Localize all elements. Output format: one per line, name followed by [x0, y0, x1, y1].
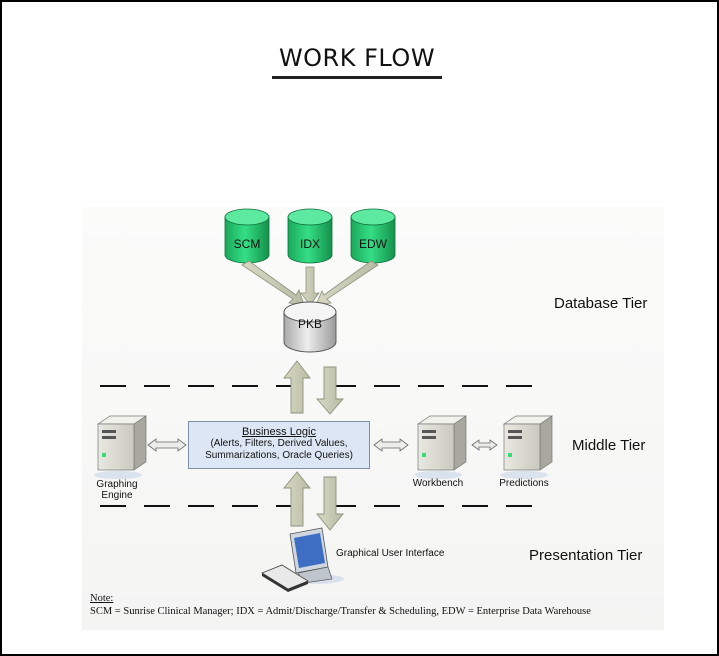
workflow-diagram: SCM IDX EDW PKB Database Tier Middle Tie…: [82, 207, 664, 630]
database-tier-label: Database Tier: [554, 295, 648, 312]
title-underline: [272, 76, 442, 79]
workbench-label: Workbench: [412, 478, 464, 489]
predictions-label: Predictions: [499, 478, 549, 489]
pkb-database-icon: [283, 301, 337, 353]
graphing-engine-label-line1: Graphing: [96, 479, 138, 490]
predictions-server-icon: [500, 415, 554, 479]
idx-database-icon: [287, 208, 333, 264]
business-logic-title: Business Logic: [242, 426, 316, 438]
pkb-logic-arrows: [283, 360, 344, 415]
business-logic-line1: (Alerts, Filters, Derived Values,: [210, 438, 348, 449]
business-logic-box: Business Logic (Alerts, Filters, Derived…: [188, 421, 370, 469]
pkb-label: PKB: [297, 317, 322, 331]
logic-workbench-arrow: [373, 438, 409, 452]
scm-database-icon: [224, 208, 270, 264]
page-title: WORK FLOW: [278, 44, 436, 72]
graphing-logic-arrow: [147, 438, 187, 452]
note-heading: Note:: [90, 593, 114, 604]
note-text: SCM = Sunrise Clinical Manager; IDX = Ad…: [90, 606, 591, 617]
edw-label: EDW: [359, 237, 387, 251]
workbench-server-icon: [414, 415, 468, 479]
idx-label: IDX: [299, 237, 320, 251]
graphing-engine-label-line2: Engine: [101, 490, 133, 501]
diagram-canvas: [94, 208, 554, 592]
presentation-tier-label: Presentation Tier: [529, 547, 643, 564]
graphing-engine-label: Graphing Engine: [86, 479, 148, 501]
business-logic-line2: Summarizations, Oracle Queries): [205, 450, 353, 461]
middle-tier-label: Middle Tier: [572, 437, 646, 454]
diagram-note: Note: SCM = Sunrise Clinical Manager; ID…: [90, 592, 660, 618]
scm-label: SCM: [233, 237, 261, 251]
edw-database-icon: [350, 208, 396, 264]
graphing-engine-server-icon: [94, 415, 148, 479]
logic-gui-arrows: [283, 471, 344, 531]
db-to-pkb-arrows: [241, 260, 379, 306]
gui-label: Graphical User Interface: [336, 548, 445, 559]
workbench-predictions-arrow: [471, 439, 498, 451]
keyboard-icon: [261, 564, 309, 592]
